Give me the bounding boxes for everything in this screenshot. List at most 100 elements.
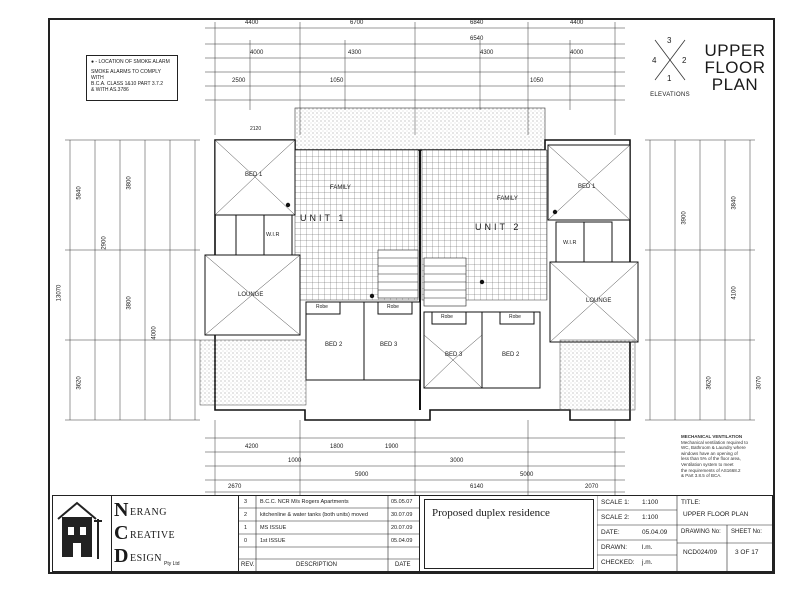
- logo-suffix: Pty Ltd: [164, 561, 180, 567]
- date-value: 05.04.09: [642, 529, 668, 536]
- dim-right-1: 3840: [731, 196, 738, 210]
- stairs: [377, 249, 467, 307]
- drawing-title: UPPER FLOOR PLAN: [695, 42, 775, 93]
- bottom-dimension-lines: [205, 420, 625, 495]
- dim-top-9: 4000: [570, 50, 584, 56]
- smoke-alarm-legend: ● - LOCATION OF SMOKE ALARM SMOKE ALARMS…: [86, 55, 178, 101]
- project-box: [424, 499, 594, 569]
- dim-right-4: 3620: [706, 376, 713, 390]
- scale1-label: SCALE 1:: [601, 499, 630, 506]
- rev-date-3: 05.05.07: [391, 499, 413, 505]
- dim-top-8: 4300: [480, 50, 494, 56]
- title-block: N C D ERANG REATIVE ESIGN Pty Ltd 3 B.C.…: [52, 495, 773, 572]
- room-label-lounge-left: LOUNGE: [238, 292, 264, 298]
- dim-top-12: 1050: [530, 78, 544, 84]
- title-label: TITLE:: [681, 499, 701, 506]
- room-label-wir-left: W.I.R: [266, 232, 280, 238]
- logo-letter-n: N: [114, 499, 129, 521]
- drawing-no-value: NCD024/09: [683, 549, 717, 556]
- room-label-robe-1: Robe: [316, 304, 328, 310]
- legend-note-3: & WITH AS.3786: [91, 87, 129, 93]
- logo-word-design: ESIGN: [130, 553, 162, 564]
- notes-line-2: WC, Bathroom & Laundry where: [681, 445, 746, 451]
- rev-number-0: 0: [244, 538, 248, 544]
- porch-right: [559, 339, 636, 411]
- rev-header: REV.: [241, 562, 255, 568]
- dim-bottom-5: 3000: [450, 458, 464, 464]
- room-label-bed3-left: BED 3: [380, 342, 398, 348]
- dim-top-1: 4400: [245, 20, 259, 26]
- dim-right-3: 4100: [731, 286, 738, 300]
- company-logo-icon: [57, 501, 102, 559]
- logo-word-nerang: ERANG: [130, 507, 167, 518]
- rev-number-1: 1: [244, 525, 248, 531]
- dim-left-7: 13070: [56, 284, 63, 302]
- project-name: Proposed duplex residence: [432, 507, 550, 519]
- smoke-alarm-symbols: [285, 202, 558, 299]
- rev-date-1: 20.07.09: [391, 525, 413, 531]
- dim-top-3: 6840: [470, 20, 484, 26]
- compass-number-right: 2: [682, 56, 687, 65]
- sheet-no-label: SHEET No:: [731, 529, 762, 535]
- date-header: DATE: [395, 562, 411, 568]
- notes-line-6: the requirements of AS1668.2: [681, 467, 741, 473]
- drawn-value: l.m.: [642, 544, 653, 551]
- elevation-compass: [654, 39, 686, 81]
- notes-line-4: less than 5% of the floor area,: [681, 456, 741, 462]
- scale2-value: 1:100: [642, 514, 659, 521]
- title-value: UPPER FLOOR PLAN: [683, 511, 749, 518]
- dim-bottom-2: 1000: [288, 458, 302, 464]
- dim-top-4: 4400: [570, 20, 584, 26]
- title-line-3: PLAN: [711, 75, 759, 94]
- logo-word-creative: REATIVE: [130, 530, 176, 541]
- room-label-bed1-right: BED 1: [578, 184, 596, 190]
- dim-top-10: 2500: [232, 78, 246, 84]
- dim-right-5: 3070: [756, 376, 763, 390]
- rev-desc-2: kitchenline & water tanks (both units) m…: [260, 512, 368, 518]
- unit-2-label: UNIT 2: [475, 222, 522, 232]
- title-line-2: FLOOR: [704, 58, 766, 77]
- compass-number-top: 3: [667, 36, 672, 45]
- dim-top-5: 6540: [470, 36, 484, 42]
- compass-number-bottom: 1: [667, 74, 672, 83]
- rev-date-0: 05.04.09: [391, 538, 413, 544]
- dim-bottom-3: 1800: [330, 444, 344, 450]
- dim-left-3: 2900: [101, 236, 108, 250]
- revision-grid: [238, 495, 420, 572]
- balcony-roof-area: [294, 107, 546, 151]
- dim-top-11: 1050: [330, 78, 344, 84]
- room-label-bed3-right: BED 3: [445, 352, 463, 358]
- dim-right-2: 3900: [681, 211, 688, 225]
- side-dimension-lines: [65, 139, 755, 421]
- dim-top-7: 4300: [348, 50, 362, 56]
- elevations-label: ELEVATIONS: [650, 92, 690, 98]
- sheet-no-value: 3 OF 17: [735, 549, 759, 556]
- logo-letter-c: C: [114, 522, 129, 544]
- rev-number-2: 2: [244, 512, 248, 518]
- description-header: DESCRIPTION: [296, 562, 338, 568]
- rev-desc-3: B.C.C. NCR M/s Rogers Apartments: [260, 499, 349, 505]
- dim-left-4: 3800: [126, 296, 133, 310]
- room-label-lounge-right: LOUNGE: [586, 298, 612, 304]
- title-line-1: UPPER: [704, 41, 766, 60]
- checked-label: CHECKED:: [601, 559, 635, 566]
- scale1-value: 1:100: [642, 499, 659, 506]
- dim-bottom-8: 5000: [520, 472, 534, 478]
- compass-number-left: 4: [652, 56, 657, 65]
- rev-date-2: 30.07.09: [391, 512, 413, 518]
- dim-top-6: 4000: [250, 50, 264, 56]
- notes-line-5: Ventilation system to meet: [681, 461, 734, 467]
- room-label-robe-2: Robe: [387, 304, 399, 310]
- checked-value: j.m.: [642, 559, 653, 566]
- room-label-robe-4: Robe: [509, 314, 521, 320]
- dim-left-1: 5840: [76, 186, 83, 200]
- dim-top-2: 6700: [350, 20, 364, 26]
- hip-lines: [204, 139, 639, 389]
- ventilation-notes: MECHANICAL VENTILATION Mechanical ventil…: [681, 434, 773, 479]
- room-label-bed2-left: BED 2: [325, 342, 343, 348]
- notes-line-1: Mechanical ventilation required to: [681, 439, 749, 445]
- notes-heading: MECHANICAL VENTILATION: [681, 434, 743, 439]
- room-label-wir-right: W.I.R: [563, 240, 577, 246]
- room-label-robe-3: Robe: [441, 314, 453, 320]
